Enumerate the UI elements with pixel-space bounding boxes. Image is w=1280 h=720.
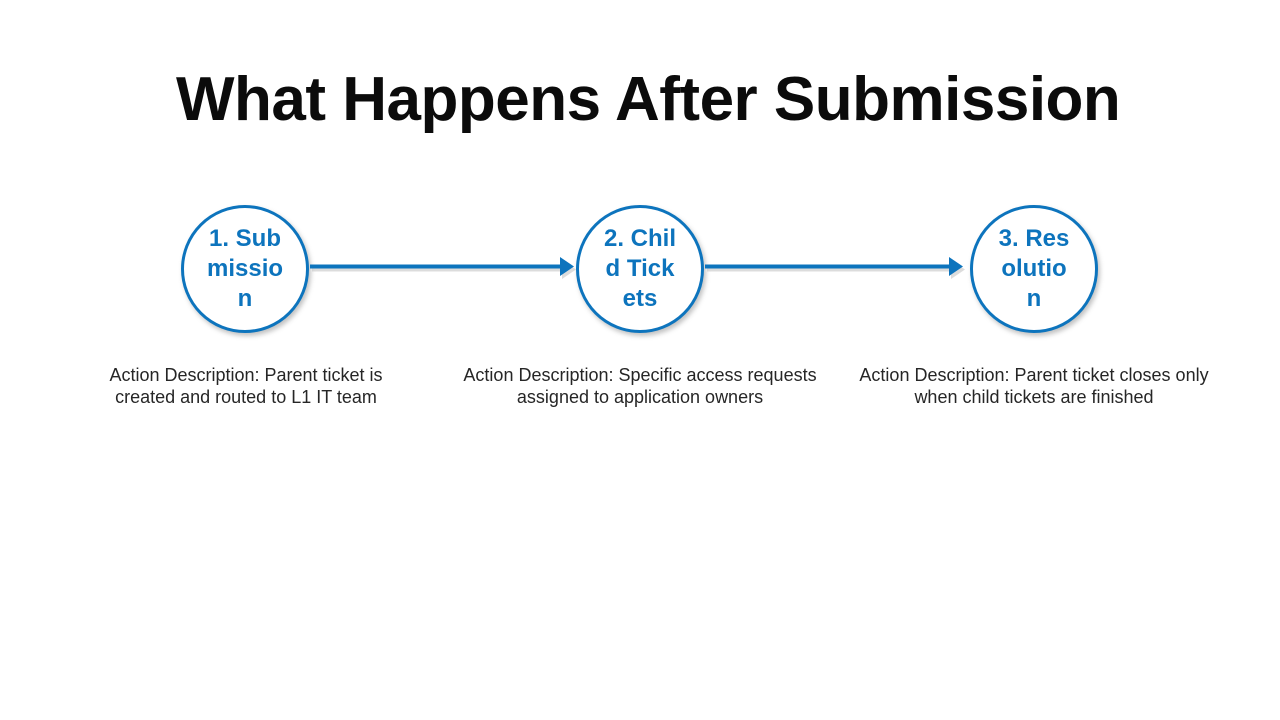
step-label-3: 3. Resolution — [998, 225, 1070, 312]
step-caption-3: Action Description: Parent ticket closes… — [859, 365, 1209, 407]
step-circle-1[interactable]: 1. Submission — [181, 205, 309, 333]
connector-arrow-1 — [310, 252, 582, 286]
page-title: What Happens After Submission — [176, 65, 1121, 134]
step-label-1: 1. Submission — [206, 225, 284, 312]
connector-arrow-2 — [705, 252, 971, 286]
process-step-2[interactable]: 2. Child Tickets — [576, 205, 704, 333]
step-caption-1: Action Description: Parent ticket is cre… — [109, 365, 383, 407]
process-step-3[interactable]: 3. Resolution — [970, 205, 1098, 333]
step-circle-3[interactable]: 3. Resolution — [970, 205, 1098, 333]
step-circle-2[interactable]: 2. Child Tickets — [576, 205, 704, 333]
step-label-2: 2. Child Tickets — [603, 225, 676, 312]
process-step-1[interactable]: 1. Submission — [181, 205, 309, 333]
step-caption-2: Action Description: Specific access requ… — [463, 365, 817, 407]
